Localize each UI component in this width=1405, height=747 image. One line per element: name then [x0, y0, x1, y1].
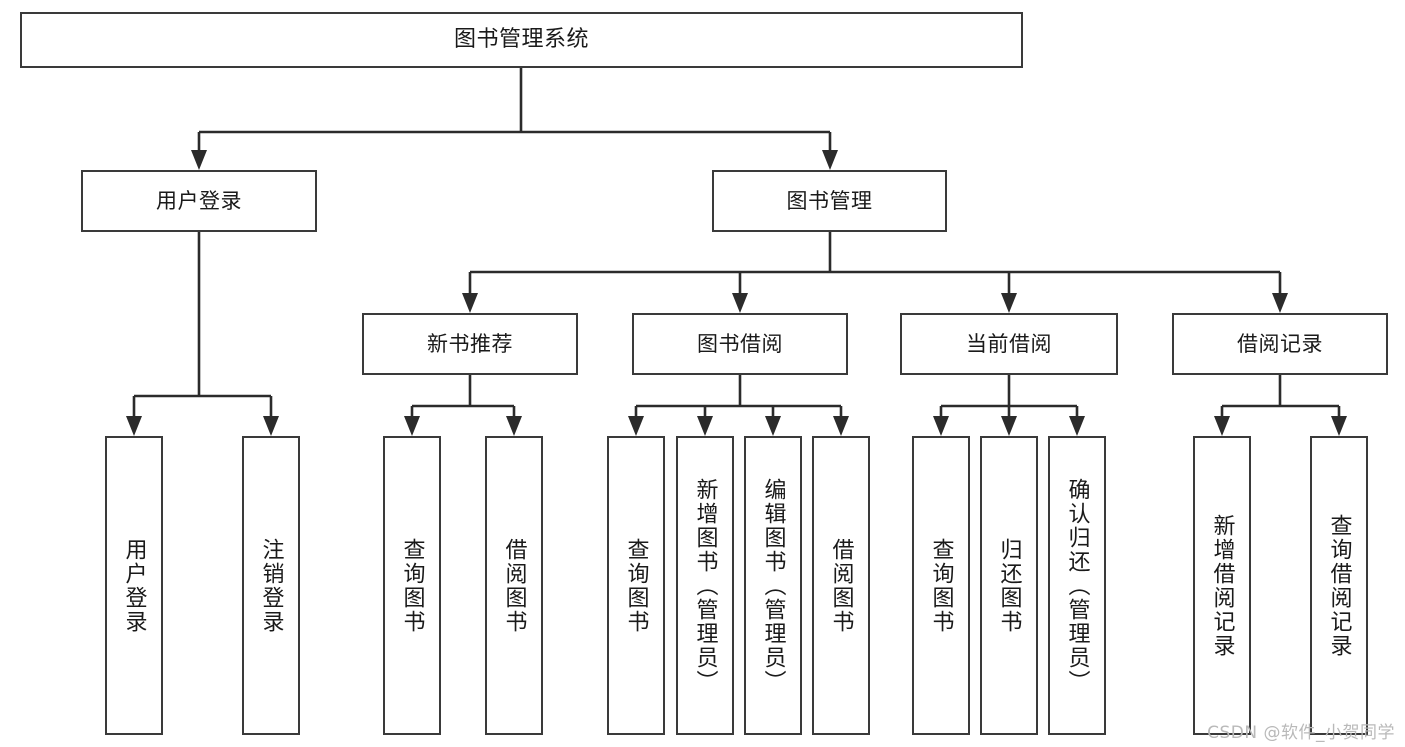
arrow-borrowbook-l4 [833, 416, 849, 436]
node-book-management[interactable]: 图书管理 [712, 170, 947, 232]
node-label: 新增借阅记录 [1209, 513, 1235, 658]
leaf-confirm-return-admin[interactable]: 确认归还（管理员） [1048, 436, 1106, 735]
leaf-add-book-admin[interactable]: 新增图书（管理员） [676, 436, 734, 735]
node-label: 注销登录 [258, 537, 284, 634]
node-label: 借阅图书 [501, 537, 527, 634]
leaf-edit-book-admin[interactable]: 编辑图书（管理员） [744, 436, 802, 735]
arrow-userlogin-l2 [263, 416, 279, 436]
arrow-newbook-l2 [506, 416, 522, 436]
leaf-user-login[interactable]: 用户登录 [105, 436, 163, 735]
node-book-borrow[interactable]: 图书借阅 [632, 313, 848, 375]
node-label: 借阅图书 [828, 537, 854, 634]
leaf-query-book-newbook[interactable]: 查询图书 [383, 436, 441, 735]
node-label: 当前借阅 [966, 331, 1052, 356]
leaf-borrow-book-newbook[interactable]: 借阅图书 [485, 436, 543, 735]
node-label: 图书管理 [786, 188, 873, 213]
arrow-newbook-l1 [404, 416, 420, 436]
leaf-query-borrow-record[interactable]: 查询借阅记录 [1310, 436, 1368, 735]
leaf-borrow-book[interactable]: 借阅图书 [812, 436, 870, 735]
arrow-bookmgmt-c3 [1001, 293, 1017, 313]
arrow-currentborrow-l1 [933, 416, 949, 436]
node-label: 确认归还（管理员） [1064, 477, 1090, 694]
arrow-root-to-bookmgmt [822, 150, 838, 170]
arrow-bookmgmt-c1 [462, 293, 478, 313]
leaf-query-book-borrow[interactable]: 查询图书 [607, 436, 665, 735]
node-label: 新增图书（管理员） [692, 477, 718, 694]
arrow-borrowbook-l3 [765, 416, 781, 436]
node-label: 编辑图书（管理员） [760, 477, 786, 694]
leaf-return-book[interactable]: 归还图书 [980, 436, 1038, 735]
node-label: 新书推荐 [427, 331, 513, 356]
node-label: 查询图书 [623, 537, 649, 634]
leaf-add-borrow-record[interactable]: 新增借阅记录 [1193, 436, 1251, 735]
node-label: 借阅记录 [1237, 331, 1323, 356]
arrow-bookmgmt-c4 [1272, 293, 1288, 313]
node-label: 图书借阅 [697, 331, 783, 356]
node-label: 图书管理系统 [453, 27, 589, 53]
leaf-query-book-current[interactable]: 查询图书 [912, 436, 970, 735]
arrow-borrowrecord-l1 [1214, 416, 1230, 436]
watermark: CSDN @软件_小贺同学 [1207, 723, 1395, 743]
node-label: 用户登录 [156, 188, 242, 213]
arrow-borrowrecord-l2 [1331, 416, 1347, 436]
node-label: 查询借阅记录 [1326, 513, 1352, 658]
arrow-userlogin-l1 [126, 416, 142, 436]
node-current-borrow[interactable]: 当前借阅 [900, 313, 1118, 375]
node-label: 查询图书 [928, 537, 954, 634]
node-root-system[interactable]: 图书管理系统 [20, 12, 1023, 68]
node-borrow-record[interactable]: 借阅记录 [1172, 313, 1388, 375]
node-user-login[interactable]: 用户登录 [81, 170, 317, 232]
arrow-borrowbook-l2 [697, 416, 713, 436]
arrow-borrowbook-l1 [628, 416, 644, 436]
node-label: 归还图书 [996, 537, 1022, 634]
node-new-book-recommend[interactable]: 新书推荐 [362, 313, 578, 375]
node-label: 用户登录 [121, 537, 147, 634]
arrow-root-to-userlogin [191, 150, 207, 170]
arrow-currentborrow-l2 [1001, 416, 1017, 436]
arrow-currentborrow-l3 [1069, 416, 1085, 436]
node-label: 查询图书 [399, 537, 425, 634]
arrow-bookmgmt-c2 [732, 293, 748, 313]
leaf-logout[interactable]: 注销登录 [242, 436, 300, 735]
